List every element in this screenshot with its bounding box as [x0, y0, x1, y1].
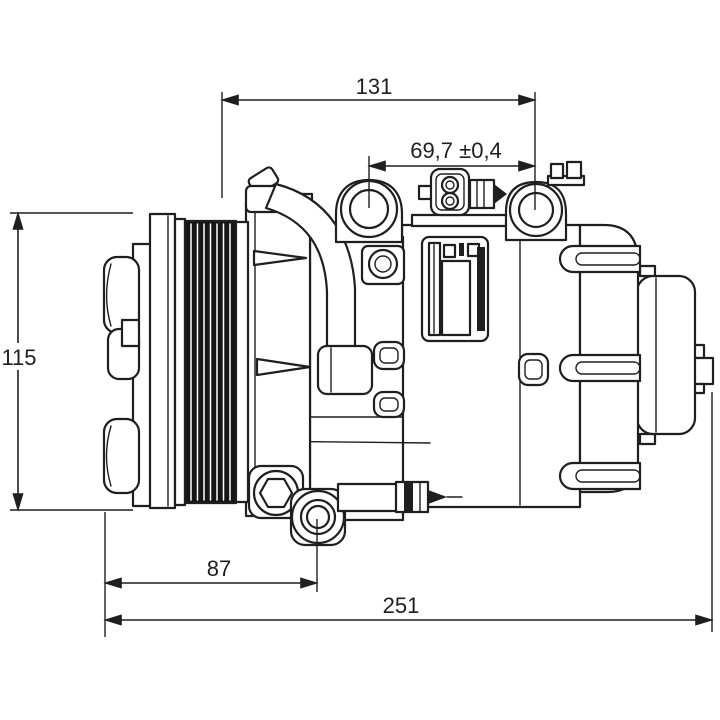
electrical-connector — [410, 167, 514, 228]
dimension-total-length: 251 — [103, 392, 714, 632]
dimension-port-offset: 69,7 ±0,4 — [367, 138, 537, 208]
arrowhead-right — [300, 577, 319, 589]
hose — [244, 166, 374, 396]
arrowhead-right — [695, 614, 714, 626]
rear-cylinder — [635, 264, 697, 446]
suction-port — [247, 464, 305, 520]
arrowhead-left — [367, 160, 386, 172]
dimension-pulley-to-port-label: 87 — [207, 556, 231, 581]
refrigerant-pipe — [336, 480, 463, 514]
pulley — [131, 212, 250, 510]
rear-bosses — [558, 244, 642, 491]
label-plate — [420, 235, 490, 343]
dimension-port-offset-label: 69,7 ±0,4 — [410, 138, 502, 163]
rear-mounting-lug — [504, 160, 586, 242]
arrowhead-left — [103, 577, 122, 589]
dimension-top-width-label: 131 — [356, 74, 393, 99]
arrowhead-up — [12, 211, 24, 230]
connector-pin — [440, 175, 460, 195]
dimension-height: 115 — [0, 211, 133, 512]
bolt-tip — [252, 249, 308, 267]
side-brackets — [372, 340, 406, 419]
clutch-hub — [102, 255, 141, 495]
dimension-total-length-label: 251 — [383, 593, 420, 618]
arrowhead-right — [518, 94, 537, 106]
discharge-port — [289, 487, 347, 547]
pulley-rim — [234, 220, 250, 504]
dimension-top-width: 131 — [220, 74, 537, 210]
arrowhead-left — [103, 614, 122, 626]
dimension-height-label: 115 — [1, 345, 36, 370]
arrowhead-down — [12, 493, 24, 512]
hex-fitting — [258, 477, 294, 509]
bolt-tip — [255, 357, 312, 377]
arrowhead-left — [220, 94, 239, 106]
hose-fitting — [316, 344, 374, 396]
connector-pin — [440, 191, 460, 211]
compressor-part — [102, 160, 715, 547]
dimension-pulley-to-port: 87 — [103, 512, 319, 637]
arrowhead-right — [518, 160, 537, 172]
dimension-annotations: 131 69,7 ±0,4 115 — [0, 74, 714, 637]
head-bracket — [517, 352, 550, 387]
pipe-tip — [428, 490, 447, 504]
pulley-face — [148, 212, 177, 510]
